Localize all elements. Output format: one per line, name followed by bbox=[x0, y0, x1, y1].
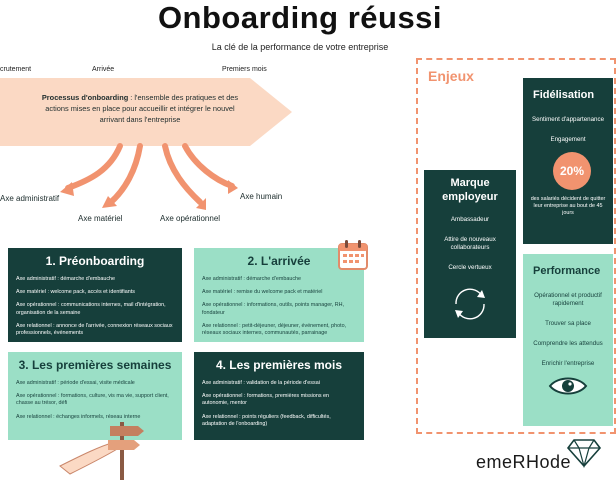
step-item: Axe matériel : welcome pack, accès et id… bbox=[16, 289, 135, 296]
stat-badge: 20% bbox=[553, 152, 591, 190]
performance-item: Comprendre les attendus bbox=[533, 340, 603, 347]
arrow-to-axe-humain bbox=[182, 143, 235, 189]
step-item: Axe opérationnel : communications intern… bbox=[16, 302, 166, 316]
axe-humain-label: Axe humain bbox=[240, 192, 283, 201]
fidelisation-item: Engagement bbox=[550, 136, 586, 143]
step-item: Axe matériel : remise du welcome pack et… bbox=[202, 289, 323, 296]
step-item: Axe administratif : démarche d'embauche bbox=[16, 276, 116, 282]
phase-recrutement: crutement bbox=[0, 66, 32, 73]
arrow-to-axe-materiel bbox=[107, 143, 143, 206]
axe-administratif-label: Axe administratif bbox=[0, 194, 60, 203]
performance-card: Performance Opérationnel et productif ra… bbox=[523, 254, 613, 426]
step-item: Axe opérationnel : formations, premières… bbox=[202, 393, 330, 407]
step-item: Axe opérationnel : informations, outils,… bbox=[202, 302, 345, 316]
performance-item: Opérationnel et productif rapidement bbox=[534, 292, 602, 307]
axe-materiel-label: Axe matériel bbox=[78, 214, 123, 223]
fidelisation-card: Fidélisation Sentiment d'appartenance En… bbox=[523, 78, 613, 244]
step-item: Axe relationnel : échanges informels, ré… bbox=[16, 413, 141, 420]
performance-title: Performance bbox=[533, 265, 601, 277]
eye-icon bbox=[548, 377, 588, 395]
step-title: 3. Les premières semaines bbox=[18, 358, 172, 372]
marque-item: Ambassadeur bbox=[450, 216, 490, 223]
step-item: Axe relationnel : annonce de l'arrivée, … bbox=[16, 322, 173, 337]
page-title: Onboarding réussi bbox=[157, 0, 443, 35]
signpost-hand-illustration bbox=[59, 422, 144, 480]
stat-text: des salariés décident de quitter leur en… bbox=[530, 196, 606, 216]
step-premiers-mois-card: 4. Les premières mois Axe administratif … bbox=[194, 352, 364, 440]
brand-logo-text: emeRHode bbox=[476, 452, 572, 472]
phase-premiers-mois: Premiers mois bbox=[222, 66, 267, 73]
fidelisation-title: Fidélisation bbox=[533, 89, 595, 101]
calendar-icon bbox=[338, 240, 368, 270]
step-title: 4. Les premières mois bbox=[215, 358, 343, 372]
step-item: Axe opérationnel : formations, culture, … bbox=[16, 393, 169, 407]
fidelisation-item: Sentiment d'appartenance bbox=[531, 116, 605, 123]
step-item: Axe administratif : validation de la pér… bbox=[202, 380, 320, 386]
arrow-to-axe-administratif bbox=[65, 143, 123, 191]
marque-item: Attire de nouveaux collaborateurs bbox=[444, 236, 496, 251]
axe-operationnel-label: Axe opérationnel bbox=[160, 214, 221, 223]
step-premieres-semaines-card: 3. Les premières semaines Axe administra… bbox=[8, 352, 182, 440]
step-title: 1. Préonboarding bbox=[45, 254, 145, 268]
step-item: Axe relationnel : points réguliers (feed… bbox=[202, 413, 331, 427]
step-title: 2. L'arrivée bbox=[247, 254, 311, 268]
cycle-arrows-icon bbox=[455, 288, 485, 320]
diamond-logo-icon bbox=[566, 439, 602, 469]
performance-item: Enrichir l'entreprise bbox=[541, 360, 595, 367]
step-item: Axe administratif : période d'essai, vis… bbox=[16, 380, 135, 386]
marque-employeur-card: Marque employeur Ambassadeur Attire de n… bbox=[424, 170, 516, 338]
step-item: Axe relationnel : petit-déjeuner, déjeun… bbox=[202, 322, 347, 337]
onboarding-definition: Processus d'onboarding : l'ensemble des … bbox=[40, 92, 240, 125]
enjeux-frame bbox=[416, 58, 616, 434]
marque-employeur-title: Marque employeur bbox=[442, 177, 498, 203]
step-arrivee-card: 2. L'arrivée Axe administratif : démarch… bbox=[194, 248, 364, 342]
performance-item: Trouver sa place bbox=[545, 320, 591, 327]
step-item: Axe administratif : démarche d'embauche bbox=[202, 276, 302, 282]
step-preonboarding-card: 1. Préonboarding Axe administratif : dém… bbox=[8, 248, 182, 342]
definition-term: Processus d'onboarding bbox=[41, 93, 129, 102]
process-arrow bbox=[0, 78, 292, 146]
page-subtitle: La clé de la performance de votre entrep… bbox=[211, 42, 389, 52]
arrow-to-axe-operationnel bbox=[162, 143, 203, 205]
definition-text: : l'ensemble des pratiques et des action… bbox=[45, 93, 239, 124]
phase-arrivee: Arrivée bbox=[92, 66, 115, 73]
marque-item: Cercle vertueux bbox=[448, 264, 492, 271]
process-arrow-graphic bbox=[0, 78, 292, 210]
enjeux-title: Enjeux bbox=[428, 68, 474, 84]
